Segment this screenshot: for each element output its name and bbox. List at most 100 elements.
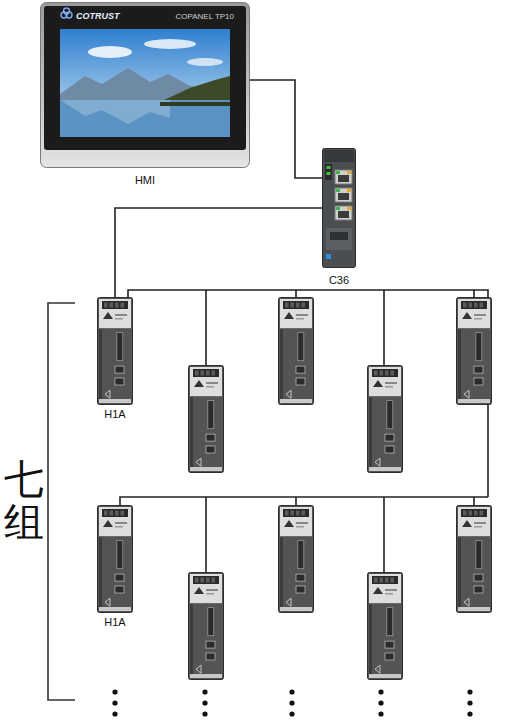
- brand-logo: COTRUST: [76, 11, 120, 21]
- connector: [474, 574, 483, 581]
- connector: [115, 574, 124, 581]
- bottom-plate: [99, 607, 131, 611]
- dot: [202, 711, 207, 716]
- port-led: [336, 189, 340, 192]
- brand-bar: [385, 382, 397, 384]
- ground-mark: [464, 598, 469, 606]
- connector: [385, 434, 394, 441]
- drive-body: [368, 573, 403, 680]
- dot: [112, 700, 117, 705]
- servo-drive: [457, 506, 492, 613]
- plc-label-area: [326, 228, 352, 250]
- brand-bar: [385, 386, 393, 388]
- dot: [467, 711, 472, 716]
- drive-display: [461, 509, 487, 517]
- connector: [474, 378, 483, 385]
- ground-mark: [196, 665, 201, 673]
- connector: [385, 641, 394, 648]
- ground-mark: [105, 598, 110, 606]
- display-digit: [480, 511, 484, 516]
- drive-cover: [190, 574, 222, 603]
- io-slot: [208, 608, 214, 636]
- cloud: [144, 39, 196, 49]
- side-rail: [99, 537, 102, 607]
- display-digit: [285, 303, 289, 308]
- display-digit: [110, 303, 114, 308]
- status-light: [326, 254, 331, 259]
- ground-mark: [375, 665, 380, 673]
- brand-bar: [296, 314, 308, 316]
- dot: [378, 689, 383, 694]
- display-digit: [385, 371, 389, 376]
- servo-drive: [279, 298, 314, 405]
- display-digit: [115, 511, 119, 516]
- group-label: 七 组: [2, 458, 46, 544]
- brand-triangle: [373, 380, 383, 387]
- io-slot: [208, 401, 214, 429]
- servo-drive: [457, 298, 492, 405]
- io-slot: [387, 608, 393, 636]
- side-rail: [190, 604, 193, 674]
- display-digit: [195, 371, 199, 376]
- servo-drives: [189, 298, 492, 680]
- display-digit: [374, 371, 378, 376]
- ethernet-port: [335, 170, 352, 184]
- dot: [112, 711, 117, 716]
- io-slot: [476, 541, 482, 569]
- connector: [115, 378, 124, 385]
- bottom-drop-wires: [206, 497, 474, 572]
- top-rail-wire: [128, 290, 488, 497]
- drive-display: [372, 576, 398, 584]
- brand-bar: [296, 318, 304, 320]
- brand-bar: [206, 593, 214, 595]
- port-socket: [338, 211, 349, 218]
- bottom-plate: [458, 607, 490, 611]
- cloud: [88, 46, 132, 58]
- device-label: H1A: [83, 408, 147, 420]
- controller-module-art: [322, 148, 356, 268]
- display-digit: [121, 511, 125, 516]
- device-label: C36: [308, 274, 370, 286]
- brand-bar: [474, 526, 482, 528]
- drive-body: [457, 298, 492, 405]
- drive-body: [279, 298, 314, 405]
- display-digit: [285, 511, 289, 516]
- network-cable: [250, 80, 322, 178]
- drive-display: [372, 369, 398, 377]
- bottom-plate: [369, 467, 401, 471]
- ground-mark: [105, 390, 110, 398]
- side-rail: [99, 329, 102, 399]
- drive-cover: [190, 367, 222, 396]
- plc-top: [324, 150, 354, 162]
- display-digit: [380, 371, 384, 376]
- network-cable: [115, 208, 322, 297]
- dot: [112, 689, 117, 694]
- servo-drive: H1A: [97, 297, 133, 405]
- drive-body: [189, 573, 224, 680]
- connector: [296, 378, 305, 385]
- display-digit: [463, 511, 467, 516]
- ground-mark: [375, 458, 380, 466]
- io-slot: [298, 333, 304, 361]
- connector: [206, 653, 215, 660]
- reflection: [60, 100, 170, 124]
- drive-body: [189, 366, 224, 473]
- ethernet-port: [335, 188, 352, 202]
- brand-triangle: [284, 312, 294, 319]
- port-socket: [338, 193, 349, 200]
- port-led: [347, 207, 351, 210]
- display-digit: [474, 303, 478, 308]
- connector: [296, 366, 305, 373]
- display-digit: [291, 303, 295, 308]
- brand-triangle: [373, 587, 383, 594]
- display-digit: [480, 303, 484, 308]
- servo-drive: [189, 573, 224, 680]
- display-digit: [385, 578, 389, 583]
- drive-cover: [369, 574, 401, 603]
- brand-bar: [115, 314, 127, 316]
- display-digit: [469, 303, 473, 308]
- connector: [296, 586, 305, 593]
- brand-triangle: [103, 520, 113, 527]
- dot: [289, 700, 294, 705]
- dot: [378, 711, 383, 716]
